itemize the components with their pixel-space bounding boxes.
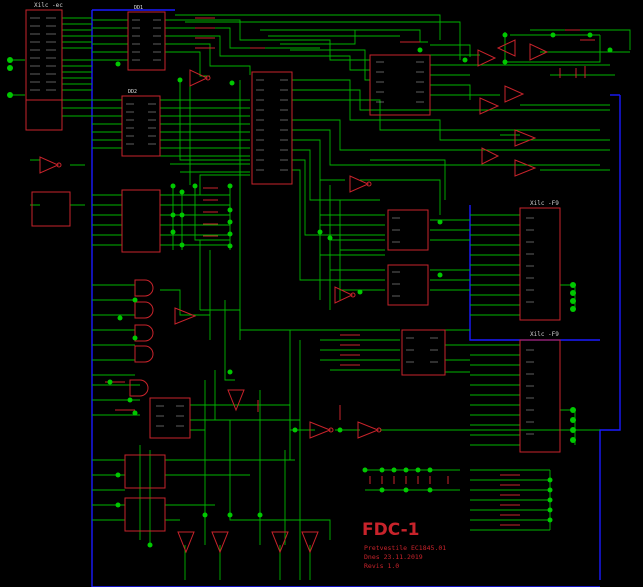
connector-left bbox=[25, 9, 63, 131]
drawing-title: FDC-1 bbox=[362, 520, 420, 540]
junction-dots bbox=[7, 32, 613, 548]
ic-label-dd1: DD1 bbox=[134, 5, 144, 11]
info-line-2: Dnes 23.11.2019 bbox=[364, 553, 423, 561]
pin-text-marks bbox=[30, 17, 534, 435]
connector-label-left: Xilc -ec bbox=[34, 2, 63, 9]
ic-lower-left-b bbox=[124, 454, 166, 489]
ic-dd3 bbox=[121, 189, 161, 253]
info-line-3: Revis 1.0 bbox=[364, 562, 400, 570]
wire-network bbox=[10, 14, 631, 580]
ic-small-left bbox=[31, 191, 71, 227]
connector-f9-top bbox=[519, 207, 561, 321]
ic-dd2 bbox=[121, 95, 161, 157]
ic-lower-mid bbox=[401, 329, 446, 376]
ic-mid-right-a bbox=[387, 209, 429, 251]
connector-label-f9-top: Xilc -F9 bbox=[530, 200, 559, 207]
component-symbols bbox=[25, 9, 595, 554]
ic-dd1 bbox=[127, 11, 166, 71]
ic-mid-right-b bbox=[387, 264, 429, 306]
info-line-1: Pretvestile EC1845.01 bbox=[364, 544, 447, 552]
ic-lower-left-c bbox=[124, 497, 166, 532]
ic-label-dd2: DD2 bbox=[128, 89, 138, 95]
connector-label-f9-bottom: Xilc -F9 bbox=[530, 331, 559, 338]
connector-f9-bottom bbox=[519, 339, 561, 453]
ic-upper-right bbox=[369, 54, 431, 116]
ic-central bbox=[251, 71, 293, 185]
ic-lower-left-a bbox=[149, 397, 191, 439]
